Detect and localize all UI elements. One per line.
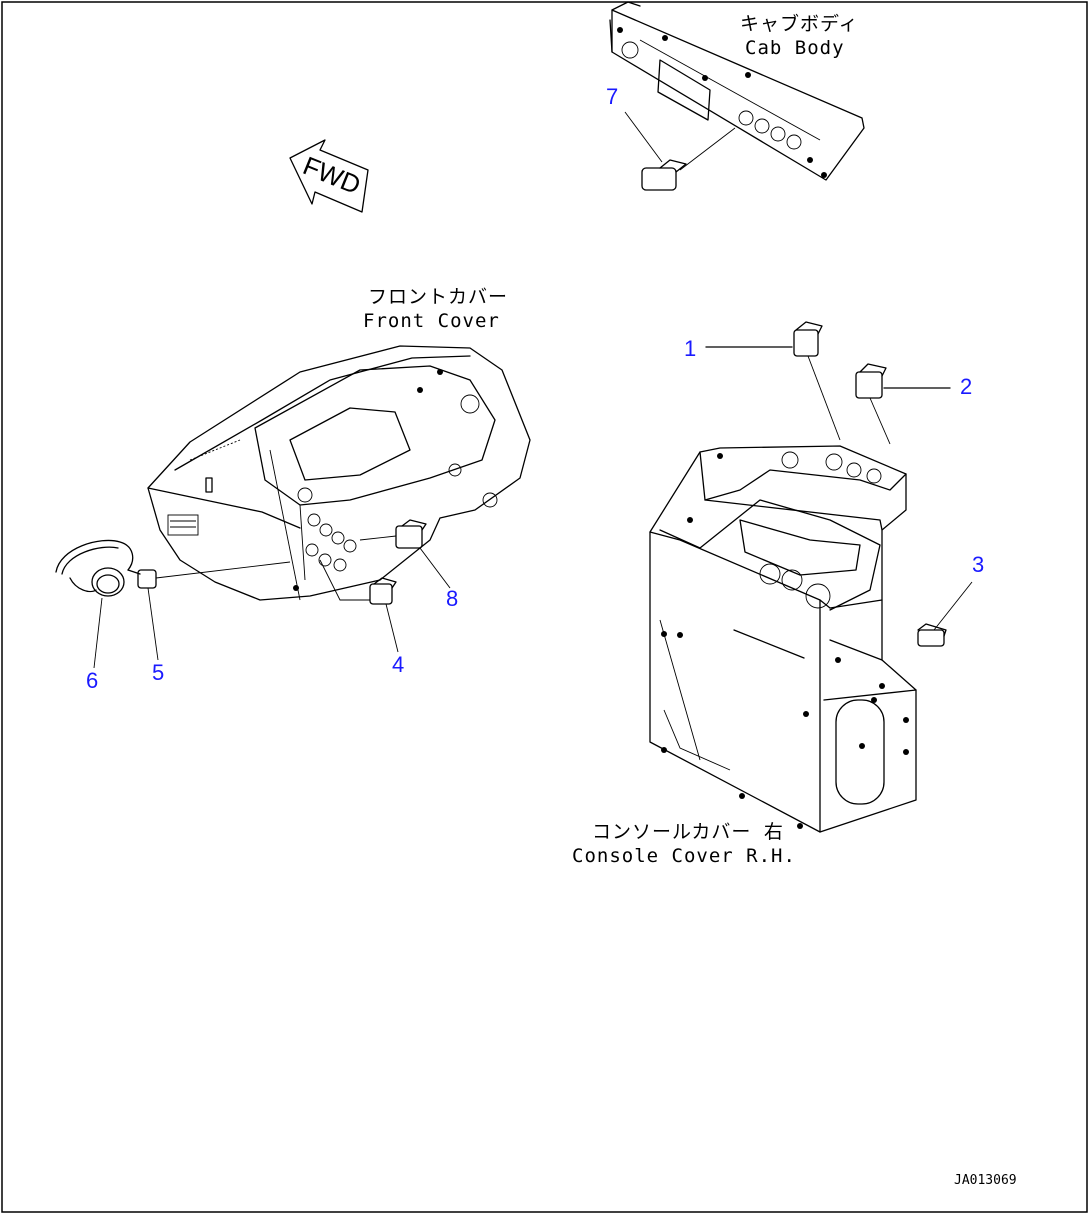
- callout-2: 2: [960, 374, 972, 399]
- front-cover-label-en: Front Cover: [363, 310, 500, 332]
- cab-body-label-en: Cab Body: [745, 37, 845, 59]
- console-cover-label-jp: コンソールカバー 右: [592, 821, 784, 843]
- console-cover-part: [649, 445, 917, 833]
- callout-8: 8: [446, 586, 458, 611]
- part-3: [917, 581, 973, 647]
- callout-6: 6: [86, 668, 98, 693]
- part-7: [624, 111, 736, 191]
- front-cover-part: [147, 345, 531, 601]
- console-cover-label-en: Console Cover R.H.: [572, 845, 796, 867]
- cab-body-label-jp: キャブボディ: [740, 12, 859, 35]
- part-8: [359, 519, 451, 589]
- callout-1: 1: [684, 336, 696, 361]
- part-2: [855, 363, 951, 445]
- fwd-text: FWD: [299, 150, 365, 200]
- drawing-code: JA013069: [954, 1173, 1017, 1188]
- callout-5: 5: [152, 660, 164, 685]
- callout-7: 7: [606, 84, 618, 109]
- cab-body-part: [609, 1, 865, 181]
- front-cover-label-jp: フロントカバー: [368, 286, 508, 308]
- callout-4: 4: [392, 652, 404, 677]
- fwd-arrow: FWD: [289, 139, 369, 213]
- part-1: [705, 321, 841, 441]
- part-5-6: [55, 539, 291, 669]
- callout-3: 3: [972, 552, 984, 577]
- part-4: [319, 559, 399, 653]
